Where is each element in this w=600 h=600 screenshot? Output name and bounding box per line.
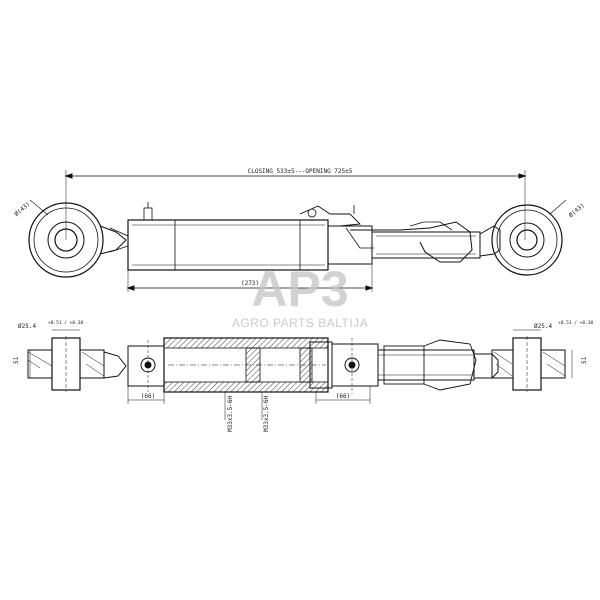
section-view: Ø25.4 +0.51 / +0.30 51 <box>13 320 594 432</box>
right-bore-tolerance: +0.51 / +0.30 <box>558 320 594 326</box>
left-bore-label: Ø25.4 <box>18 323 36 330</box>
left-bore-tolerance: +0.51 / +0.30 <box>48 320 84 326</box>
lower-dimensions <box>127 386 371 420</box>
left-width-label: 51 <box>13 356 20 364</box>
right-bore-label: Ø25.4 <box>534 323 552 330</box>
overall-dimension-line <box>64 170 527 240</box>
cylinder-body <box>127 202 329 271</box>
left-eye-section <box>27 336 127 392</box>
left-ball-joint <box>28 202 129 278</box>
watermark: AP3 AGRO PARTS BALTIJA <box>232 261 368 330</box>
left-ball-label: Ø(43) <box>13 201 31 218</box>
thread-label-right: M33x3.5-6H <box>263 395 270 432</box>
body-length-dimension <box>126 264 374 292</box>
right-eye-section <box>491 336 566 392</box>
overall-dimension-label: CLOSING 533±5---OPENING 725±5 <box>248 168 353 175</box>
right-barrel-section <box>331 338 499 394</box>
right-width-label: 51 <box>581 356 588 364</box>
right-ball-joint <box>479 204 563 276</box>
thread-label-left: M33x3.5-6H <box>227 395 234 432</box>
right-ball-label: Ø(43) <box>568 202 586 219</box>
body-length-label: (273) <box>241 280 259 287</box>
adjusting-tube <box>299 205 481 265</box>
cylinder-section <box>163 337 333 393</box>
left-pin <box>127 340 165 392</box>
watermark-logo: AP3 <box>251 261 348 317</box>
left-offset-label: (66) <box>141 393 155 400</box>
watermark-caption: AGRO PARTS BALTIJA <box>232 316 368 330</box>
right-offset-label: (66) <box>336 393 350 400</box>
